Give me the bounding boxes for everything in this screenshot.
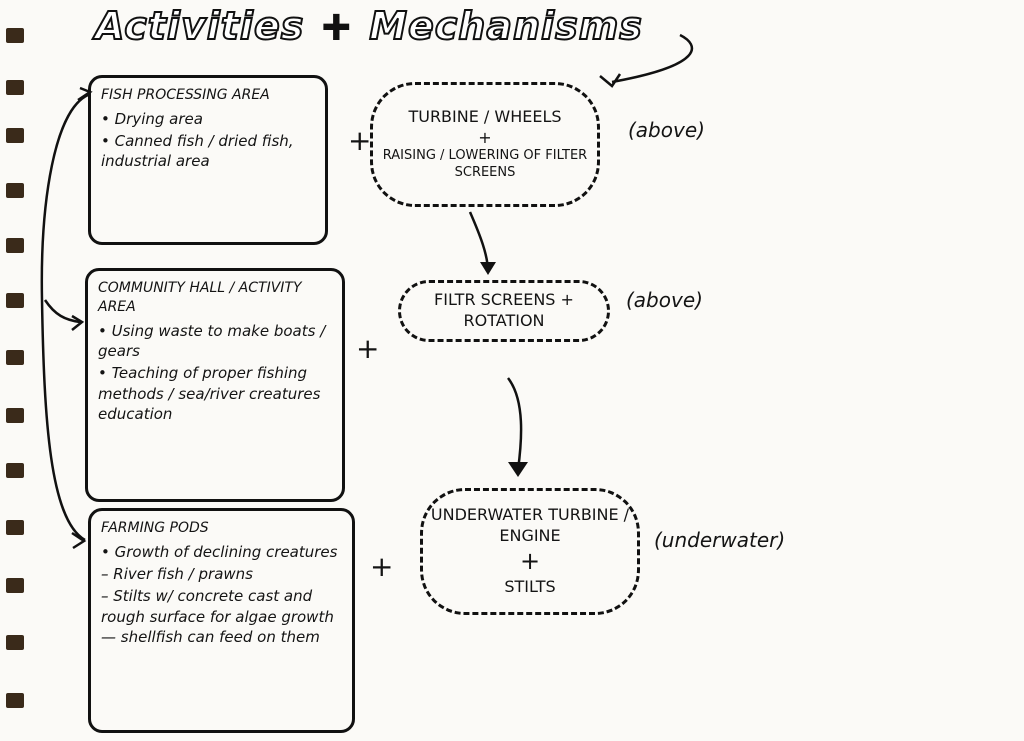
activity-heading: Community Hall / Activity Area [98, 280, 302, 315]
binder-hole [6, 463, 24, 478]
mechanism-line: rotation [463, 311, 545, 330]
mechanism-cloud-underwater: Underwater turbine / engine + Stilts [420, 488, 640, 615]
arrow-cloud2-cloud3 [506, 377, 523, 471]
activity-heading: Fish Processing Area [101, 87, 270, 103]
binder-hole [6, 693, 24, 708]
mechanism-cloud-filter-screens: Filtr screens + rotation [398, 280, 610, 342]
title-mechanisms: Mechanisms [368, 3, 643, 49]
activity-heading: Farming Pods [101, 520, 209, 536]
arrow-head [480, 262, 496, 275]
plus-sign: + [356, 332, 380, 365]
activity-item: • Using waste to make boats / gears [98, 321, 326, 361]
mechanism-line: Raising / lowering of filter screens [382, 148, 588, 181]
activity-fish-processing: Fish Processing Area • Drying area • Can… [88, 75, 328, 245]
activity-item: • Growth of declining creatures [101, 542, 338, 561]
binder-hole [6, 350, 24, 365]
binder-hole [6, 520, 24, 535]
binder-hole [6, 408, 24, 423]
page-title: Activities + Mechanisms [94, 3, 643, 49]
arrow-head [508, 462, 528, 477]
left-bracket-line [40, 93, 89, 542]
arrow-head [71, 314, 85, 331]
location-note: (above) [626, 288, 703, 312]
activity-farming-pods: Farming Pods • Growth of declining creat… [88, 508, 355, 733]
activity-item: – River fish / prawns [101, 565, 253, 584]
arrow-head [599, 73, 622, 88]
mechanism-cloud-turbine: Turbine / Wheels + Raising / lowering of… [370, 82, 600, 207]
activity-item: • Drying area [101, 109, 203, 128]
mechanism-line: Underwater turbine / engine [430, 504, 630, 545]
binder-hole [6, 238, 24, 253]
location-note: (above) [628, 118, 705, 142]
plus-sign: + [370, 550, 394, 583]
plus-sign: + [348, 124, 372, 157]
binder-hole [6, 80, 24, 95]
activity-item: – Stilts w/ concrete cast and rough surf… [101, 587, 334, 646]
title-plus: + [319, 3, 354, 49]
arrow-head [71, 531, 87, 550]
activity-community-hall: Community Hall / Activity Area • Using w… [85, 268, 345, 502]
mechanism-plus: + [478, 127, 492, 147]
title-activities: Activities [94, 3, 305, 49]
binder-hole [6, 28, 24, 43]
binder-hole [6, 293, 24, 308]
mechanism-line: Stilts [504, 577, 556, 597]
title-arrow [611, 33, 694, 84]
mechanism-line: Filtr screens + [434, 290, 574, 310]
location-note: (underwater) [654, 528, 786, 552]
binder-hole [6, 578, 24, 593]
arrow-to-community [43, 299, 81, 324]
mechanism-plus: + [519, 547, 541, 576]
binder-hole [6, 128, 24, 143]
activity-item: • Canned fish / dried fish, industrial a… [101, 132, 294, 171]
activity-item: • Teaching of proper fishing methods / s… [98, 364, 321, 423]
mechanism-line: Turbine / Wheels [408, 106, 562, 126]
binder-hole [6, 183, 24, 198]
binder-hole [6, 635, 24, 650]
